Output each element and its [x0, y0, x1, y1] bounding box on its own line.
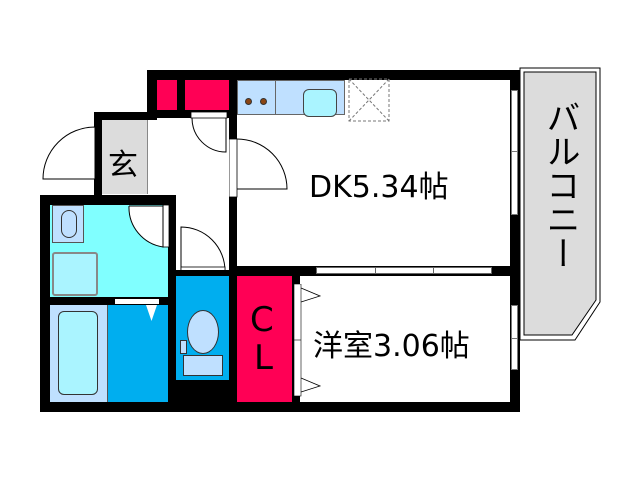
- bathtub-icon: [50, 305, 108, 402]
- wall-top: [147, 70, 520, 80]
- closet-label-c: C: [250, 300, 274, 340]
- storage-small: [157, 80, 177, 110]
- storage-large: [185, 80, 229, 110]
- wall-genkan-left: [94, 112, 102, 202]
- door-indicator-icon: [146, 305, 157, 321]
- genkan: [102, 120, 148, 194]
- balcony: [519, 67, 601, 341]
- closet-label-l: L: [254, 338, 273, 378]
- wall-wash-top: [40, 195, 176, 205]
- closet: [237, 276, 292, 402]
- sink-icon: [303, 89, 337, 117]
- wall-genkan-top: [94, 112, 157, 120]
- washing-machine-icon: [52, 252, 98, 296]
- youshitsu-label: 洋室3.06帖: [313, 329, 470, 364]
- washroom-door[interactable]: [128, 205, 170, 257]
- wall-dk-left: [229, 80, 237, 140]
- washbasin-icon: [52, 205, 84, 243]
- wall-toilet-right: [229, 265, 237, 410]
- genkan-label: 玄: [108, 148, 138, 183]
- toilet-icon: [187, 310, 219, 354]
- entrance-door[interactable]: [40, 125, 100, 200]
- wall-bottom: [40, 402, 520, 412]
- sliding-door[interactable]: [316, 267, 492, 274]
- storage-door[interactable]: [190, 112, 230, 162]
- fridge-space-icon: [348, 78, 390, 122]
- stove-burner-icon: [245, 98, 252, 105]
- toilet-paper-icon: [180, 340, 187, 354]
- bathroom-door[interactable]: [114, 298, 160, 305]
- dk-label: DK5.34帖: [309, 170, 449, 205]
- balcony-label: バルコニー: [540, 100, 580, 270]
- dk-window[interactable]: [511, 90, 518, 215]
- wall-dk-left-lower: [229, 197, 237, 272]
- closet-doors[interactable]: [294, 284, 324, 400]
- dk-door[interactable]: [229, 137, 289, 202]
- stove-burner-icon: [260, 98, 267, 105]
- wall-left-upper: [147, 70, 157, 120]
- toilet-tank-icon: [183, 355, 223, 376]
- wall-right: [510, 70, 520, 412]
- wall-wash-bath: [40, 297, 176, 305]
- youshitsu-window[interactable]: [511, 305, 518, 370]
